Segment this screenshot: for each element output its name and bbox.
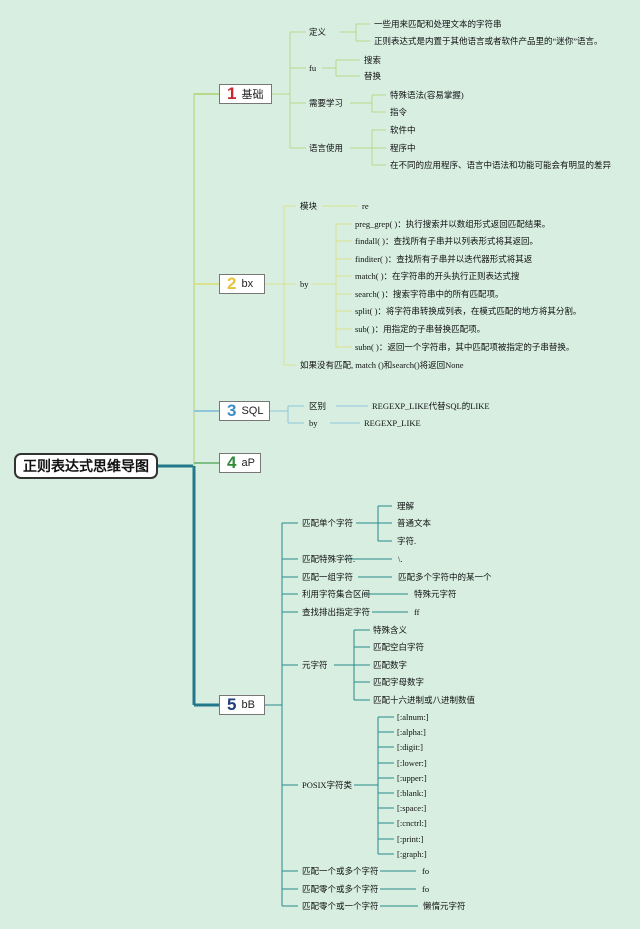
b5-posix-item-1: [:alnum:] (397, 712, 429, 722)
b2-module-value: re (362, 201, 369, 211)
b5-optional-value: 懒惰元字符 (423, 901, 466, 911)
b1-usage-item-1: 软件中 (390, 125, 416, 135)
b5-star-value: fo (422, 884, 430, 894)
b5-posix-item-9: [:print:] (397, 834, 424, 844)
branch-label-5: bB (241, 699, 255, 711)
b5-posix-item-10: [:graph:] (397, 849, 427, 859)
b1-usage-item-3: 在不同的应用程序、语言中语法和功能可能会有明显的差异 (390, 160, 612, 170)
b3-by: by (309, 418, 318, 428)
branch-node-3: 3 SQL (219, 401, 270, 421)
b5-single-item-3: 字符. (397, 536, 417, 546)
b5-plus: 匹配一个或多个字符 (302, 866, 379, 876)
b2-by-item-3: finditer( )：查找所有子串并以迭代器形式将其返 (355, 254, 533, 264)
branch-label-4: aP (241, 457, 255, 469)
b2-by-item-5: search( )：搜索字符串中的所有匹配项。 (355, 289, 504, 299)
branch-label-1: 基础 (241, 89, 264, 101)
b5-special: 匹配特殊字符. (302, 554, 356, 564)
b5-meta-item-1: 特殊含义 (373, 625, 408, 635)
b1-usage-item-2: 程序中 (390, 143, 416, 153)
b5-group-value: 匹配多个字符中的某一个 (398, 572, 492, 582)
b5-posix-item-6: [:blank:] (397, 788, 427, 798)
branch-number-5: 5 (227, 695, 237, 714)
b2-by-item-4: match( )：在字符串的开头执行正则表达式搜 (355, 271, 520, 281)
b5-posix-item-2: [:alpha:] (397, 727, 426, 737)
branch-number-1: 1 (227, 84, 237, 103)
b5-posix-item-8: [:cnctrl:] (397, 818, 427, 828)
b2-by-item-7: sub( )：用指定的子串替换匹配项。 (355, 324, 486, 334)
b5-range: 利用字符集合区间 (302, 589, 371, 599)
b1-learn: 需要学习 (309, 98, 344, 108)
b1-fu-item-2: 替换 (364, 71, 382, 81)
b5-range-value: 特殊元字符 (414, 589, 457, 599)
b5-single-item-1: 理解 (397, 501, 415, 511)
b5-meta-item-2: 匹配空白字符 (373, 642, 425, 652)
b2-by-item-1: preg_grep( )：执行搜索并以数组形式返回匹配结果。 (355, 219, 551, 229)
b5-posix-item-3: [:digit:] (397, 742, 423, 752)
root-node: 正则表达式思维导图 (14, 453, 158, 479)
branch-number-4: 4 (227, 453, 237, 472)
branch-node-4: 4 aP (219, 453, 261, 473)
branch-number-3: 3 (227, 401, 237, 420)
b5-plus-value: fo (422, 866, 430, 876)
b5-posix-item-7: [:space:] (397, 803, 427, 813)
b1-definition-item-1: 一些用来匹配和处理文本的字符串 (374, 19, 502, 29)
b5-meta-item-3: 匹配数字 (373, 660, 408, 670)
b1-fu: fu (309, 63, 317, 73)
b5-group: 匹配一组字符 (302, 572, 354, 582)
b5-exclude: 查找排出指定字符 (302, 607, 371, 617)
b1-fu-item-1: 搜索 (364, 55, 382, 65)
b2-by: by (300, 279, 309, 289)
branch-number-2: 2 (227, 274, 237, 293)
b5-meta-item-5: 匹配十六进制或八进制数值 (373, 695, 476, 705)
branch-node-1: 1 基础 (219, 84, 272, 104)
b1-definition: 定义 (309, 27, 327, 37)
b5-meta-item-4: 匹配字母数字 (373, 677, 425, 687)
b1-learn-item-2: 指令 (390, 107, 408, 117)
b5-posix: POSIX字符类 (302, 780, 353, 790)
b5-meta: 元字符 (302, 660, 328, 670)
b5-posix-item-5: [:upper:] (397, 773, 427, 783)
b2-module: 模块 (300, 201, 318, 211)
b1-learn-item-1: 特殊语法(容易掌握) (390, 90, 464, 100)
b1-usage: 语言使用 (309, 143, 344, 153)
b5-single-item-2: 普通文本 (397, 518, 432, 528)
b2-by-item-2: findall( )：查找所有子串并以列表形式将其返回。 (355, 236, 538, 246)
b5-special-value: \. (398, 554, 403, 564)
b5-star: 匹配零个或多个字符 (302, 884, 379, 894)
b2-by-item-8: subn( )：返回一个字符串，其中匹配项被指定的子串替换。 (355, 342, 575, 352)
b3-difference: 区别 (309, 401, 327, 411)
branch-node-2: 2 bx (219, 274, 265, 294)
b5-single: 匹配单个字符 (302, 518, 354, 528)
b5-posix-item-4: [:lower:] (397, 758, 427, 768)
b2-note: 如果没有匹配, match ()和search()将返回None (300, 360, 464, 370)
b3-by-value: REGEXP_LIKE (364, 418, 421, 428)
b2-by-item-6: split( )：将字符串转换成列表，在模式匹配的地方将其分割。 (355, 306, 582, 316)
b1-definition-item-2: 正则表达式是内置于其他语言或者软件产品里的“迷你”语言。 (374, 36, 603, 46)
b5-exclude-value: ff (414, 607, 420, 617)
b3-difference-value: REGEXP_LIKE代替SQL的LIKE (372, 401, 490, 411)
branch-node-5: 5 bB (219, 695, 265, 715)
branch-label-3: SQL (241, 405, 264, 417)
branch-label-2: bx (241, 278, 254, 290)
b5-optional: 匹配零个或一个字符 (302, 901, 379, 911)
